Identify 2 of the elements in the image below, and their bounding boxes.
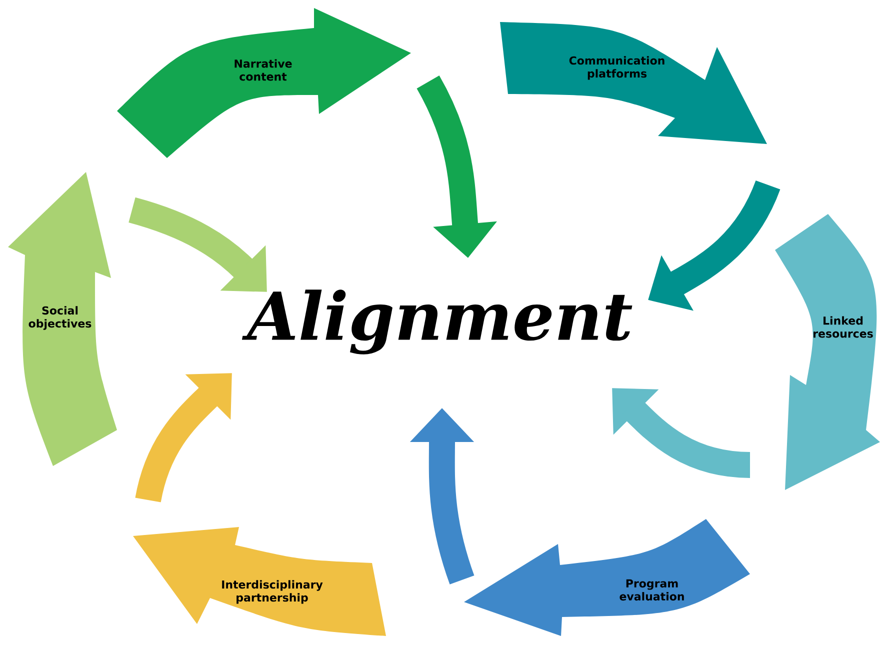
title-text: Alignment xyxy=(242,290,632,354)
arrow xyxy=(128,197,267,292)
